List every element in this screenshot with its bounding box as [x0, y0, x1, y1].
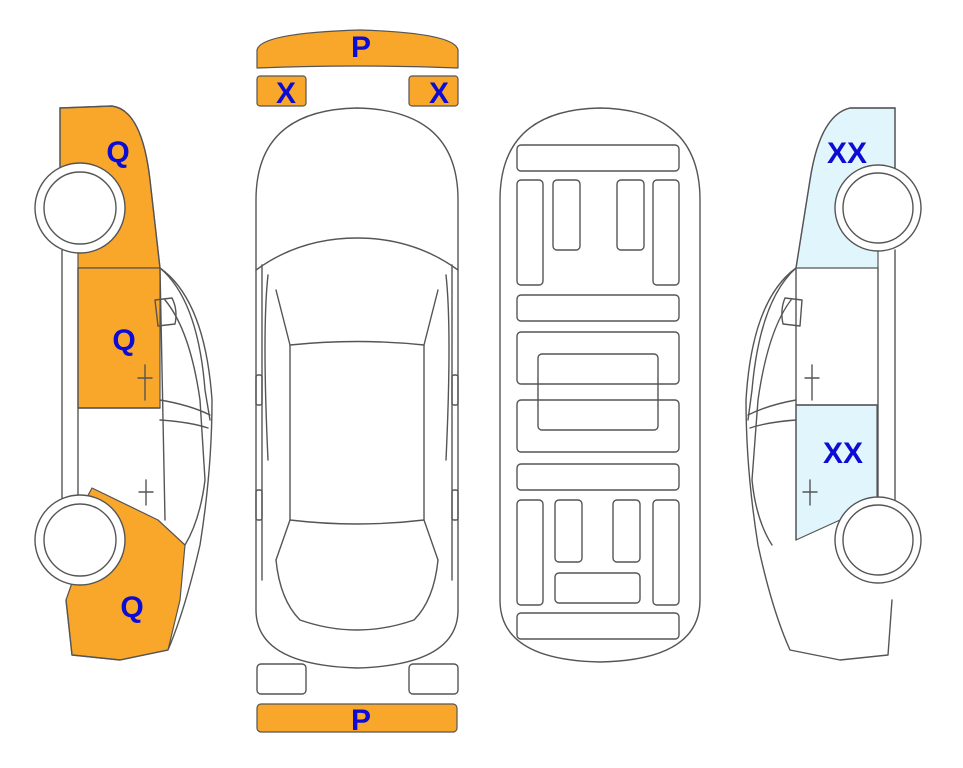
right-side-view: XX XX [745, 107, 922, 661]
left-front-fender-code: Q [106, 136, 129, 169]
underside-rear-panel[interactable] [516, 612, 680, 640]
underside-panel[interactable] [516, 463, 680, 491]
underside-panel[interactable] [616, 179, 645, 251]
right-headlight-panel[interactable] [408, 75, 459, 107]
underside-panel[interactable] [652, 499, 680, 606]
top-view: P X X P [255, 29, 459, 737]
rear-bumper-code: P [351, 704, 371, 737]
underside-front-panel[interactable] [516, 144, 680, 172]
front-bumper-panel[interactable] [256, 29, 459, 69]
left-taillight[interactable] [256, 663, 307, 695]
left-headlight-panel[interactable] [256, 75, 307, 107]
underside-panel[interactable] [516, 294, 680, 322]
left-headlight-code: X [276, 77, 296, 110]
right-headlight-code: X [429, 77, 449, 110]
left-front-door-code: Q [112, 324, 135, 357]
rear-bumper-panel[interactable] [256, 703, 458, 733]
left-rear-wheel [34, 494, 126, 586]
right-rear-wheel [834, 496, 922, 584]
underside-panel[interactable] [552, 179, 581, 251]
left-rear-fender-code: Q [120, 591, 143, 624]
underside-panel[interactable] [516, 499, 544, 606]
underside-panel[interactable] [516, 399, 680, 453]
left-front-wheel [34, 162, 126, 254]
underside-panel[interactable] [612, 499, 641, 563]
underside-panel[interactable] [652, 179, 680, 286]
underside-panel[interactable] [516, 331, 680, 385]
underside-panel[interactable] [554, 572, 641, 604]
right-front-wheel [834, 164, 922, 252]
underside-panel[interactable] [516, 179, 544, 286]
underside-center-panel[interactable] [537, 353, 659, 431]
right-front-fender-code: XX [827, 137, 867, 170]
underside-panel[interactable] [554, 499, 583, 563]
left-side-view: Q Q Q [34, 105, 213, 661]
underside-view [499, 107, 701, 663]
right-rear-door-code: XX [823, 437, 863, 470]
front-bumper-code: P [351, 31, 371, 64]
right-taillight[interactable] [408, 663, 459, 695]
